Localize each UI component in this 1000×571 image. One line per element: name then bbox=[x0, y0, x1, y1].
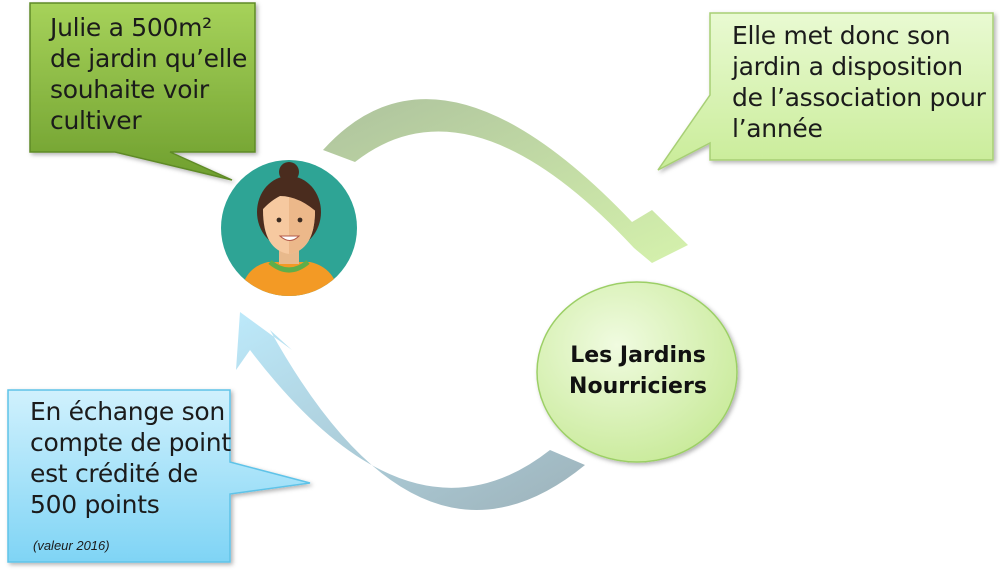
association-name: Les Jardins Nourriciers bbox=[569, 343, 707, 399]
callout-echange-shape bbox=[7, 389, 311, 563]
association-circle bbox=[536, 281, 738, 463]
callout-julie-text: Julie a 500m² de jardin qu’elle souhaite… bbox=[50, 13, 248, 135]
callout-disposition-text: Elle met donc son jardin a disposition d… bbox=[732, 21, 986, 143]
callout-echange-text: En échange son compte de point est crédi… bbox=[30, 397, 231, 519]
callout-julie-shape bbox=[29, 2, 256, 181]
arrow-to-julie bbox=[236, 312, 585, 510]
callout-disposition-shape bbox=[657, 12, 994, 171]
valeur-note: (valeur 2016) bbox=[33, 538, 110, 553]
arrow-to-association bbox=[323, 99, 688, 264]
woman-avatar-icon bbox=[221, 160, 357, 296]
